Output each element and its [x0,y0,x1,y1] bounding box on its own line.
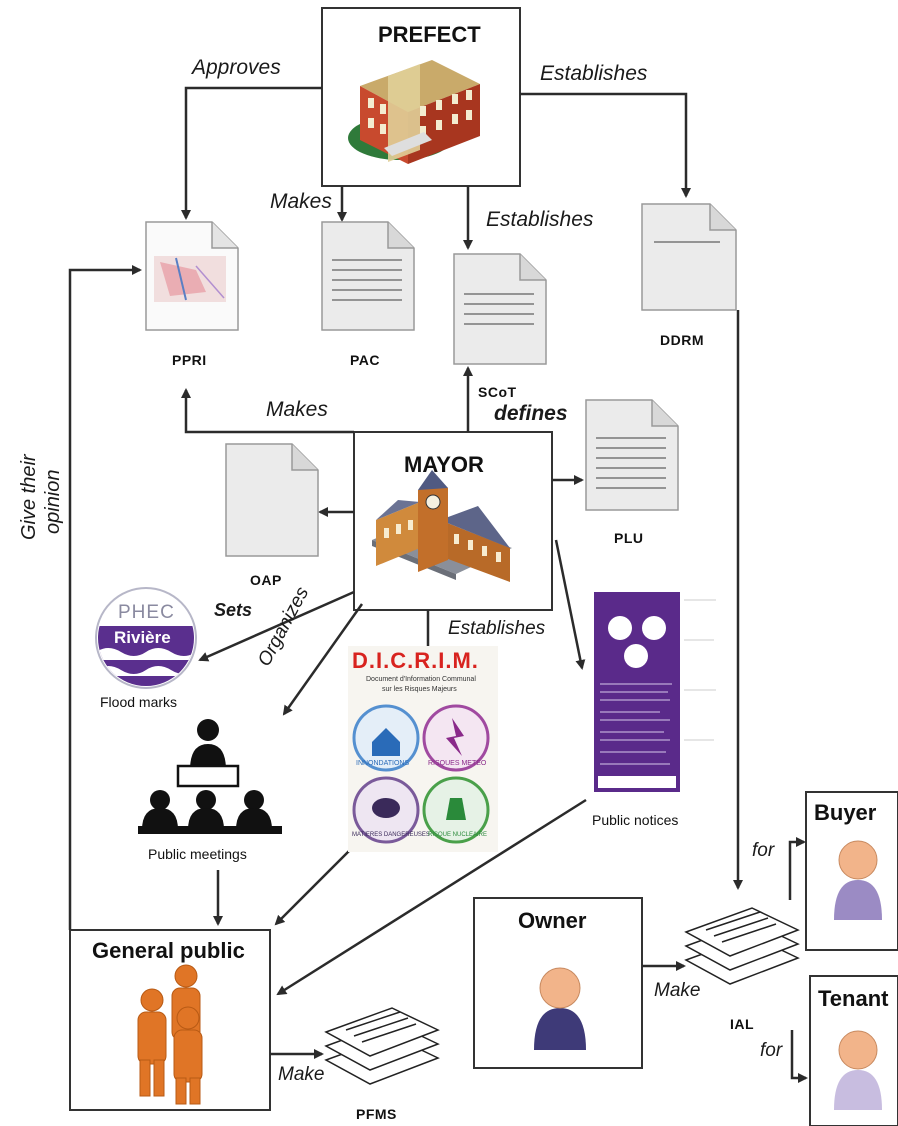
arrow-give-opinion [68,265,142,930]
for-tenant-label: for [760,1040,783,1061]
give-opinion-line1: Give their [18,454,40,540]
plu-document [585,399,679,511]
tenant-title: Tenant [818,986,889,1011]
oap-label: OAP [250,572,282,588]
arrow-for-tenant [790,1030,808,1083]
pac-document [321,221,415,331]
dicrim-badge-nuclear: RISQUE NUCLEAIRE [428,832,488,838]
scot-document [453,253,547,365]
dicrim-badge-hazardous: MATIERES DANGEREUSES [352,832,430,838]
dicrim-subtitle-2: sur les Risques Majeurs [382,686,457,693]
ial-label: IAL [730,1016,755,1032]
prefecture-building-icon [348,60,480,164]
oap-document [225,443,319,557]
arrow-approves [181,86,322,220]
ddrm-document [641,203,737,311]
pac-label: PAC [350,352,381,368]
arrow-dicrim-public [274,849,351,926]
establishes-ddrm-label: Establishes [540,62,648,85]
make-pfms-label: Make [278,1064,325,1085]
sets-label: Sets [214,600,253,620]
arrow-for-buyer [788,837,806,900]
ppri-label: PPRI [172,352,207,368]
ppri-document [145,221,239,331]
tenant-person-icon [834,1030,882,1110]
make-ial-label: Make [654,980,701,1001]
give-opinion-line2: opinion [42,469,64,534]
general-public-title: General public [92,938,245,963]
makes-ppri-label: Makes [266,398,328,421]
town-hall-building-icon [372,470,512,582]
dicrim-badge-floods: INNONDATIONS [356,760,410,767]
owner-title: Owner [518,908,587,933]
public-meetings-caption: Public meetings [148,846,247,862]
phec-logo-text: PHEC [118,602,175,623]
plu-label: PLU [614,530,644,546]
establishes-scot-label: Establishes [486,208,594,231]
dicrim-badge-weather: RISQUES METEO [428,760,487,767]
dicrim-subtitle-1: Document d'Information Communal [366,676,476,683]
phec-logo-riviere: Rivière [114,628,171,647]
ddrm-label: DDRM [660,332,704,348]
pfms-label: PFMS [356,1106,397,1122]
phec-riviere-logo [95,587,197,689]
scot-label: SCoT [478,384,517,400]
arrow-sets [198,590,355,662]
general-public-people-icon [137,964,203,1105]
prefect-title: PREFECT [378,22,481,47]
owner-person-icon [534,967,586,1050]
for-buyer-label: for [752,840,775,861]
pfms-stack-icon [324,1007,440,1085]
public-meeting-icon [138,719,282,834]
defines-label: defines [494,402,568,425]
establishes-notices-label: Establishes [448,618,546,639]
dicrim-title: D.I.C.R.I.M. [352,648,479,673]
arrow-organizes [282,603,364,716]
buyer-person-icon [834,840,882,920]
dicrim-poster [348,646,498,852]
flood-marks-caption: Flood marks [100,694,178,710]
general-public-box [69,929,271,1111]
ial-stack-icon [684,907,800,985]
buyer-title: Buyer [814,800,877,825]
mayor-title: MAYOR [404,452,484,477]
public-notice-poster [594,592,716,792]
arrow-establishes-notices [554,539,586,670]
arrow-establishes-ddrm [520,92,691,198]
approves-label: Approves [192,56,281,79]
arrow-notices-public [276,798,587,996]
makes-pac-label: Makes [270,190,332,213]
arrow-mayor-ppri [181,388,354,434]
public-notices-caption: Public notices [592,812,679,828]
